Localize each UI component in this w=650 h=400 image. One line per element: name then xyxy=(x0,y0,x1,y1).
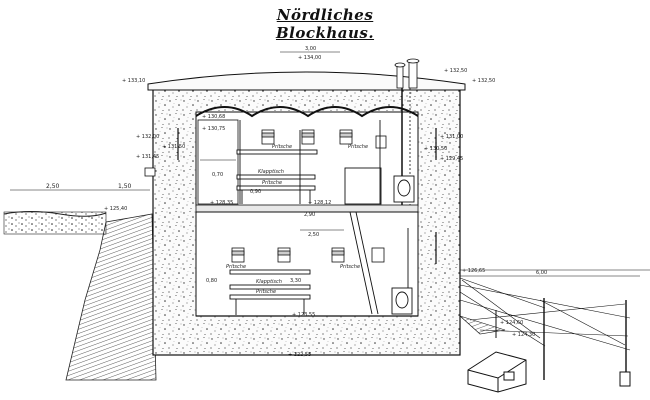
dim-inner-top2: + 130,75 xyxy=(202,126,225,132)
label-pritsche-upper-right: Pritsche xyxy=(348,144,368,150)
dim-roof-width: 3,00 xyxy=(305,46,316,52)
barbed-wire xyxy=(459,269,650,380)
dim-right-ground: + 126,65 xyxy=(462,268,485,274)
furniture xyxy=(229,120,415,315)
dim-roof-right-a: + 132,50 xyxy=(444,68,467,74)
dim-left-low: + 131,45 xyxy=(136,154,159,160)
dim-floor-upper-r: + 128,12 xyxy=(308,200,331,206)
label-pritsche-upper-mid: Pritsche xyxy=(262,180,282,186)
dim-lower-left: 0,80 xyxy=(206,278,217,284)
dim-roof-left: + 133,10 xyxy=(122,78,145,84)
label-pritsche-lower-right: Pritsche xyxy=(340,264,360,270)
dimension-lines xyxy=(10,51,640,277)
dim-right-low: + 129,45 xyxy=(440,156,463,162)
dim-wire-b: + 124,30 xyxy=(512,332,535,338)
dim-left-mid: + 131,50 xyxy=(162,144,185,150)
label-pritsche-upper-left: Pritsche xyxy=(272,144,292,150)
dim-ground-left: + 125,40 xyxy=(104,206,127,212)
label-klapptisch-upper: Klapptisch xyxy=(258,169,284,175)
exterior-fittings xyxy=(144,128,437,264)
small-bunker-sketch xyxy=(467,351,631,393)
dim-wire-dist: 6,00 xyxy=(536,270,547,276)
dim-roof-peak: + 134,00 xyxy=(298,55,321,61)
dim-inner-top: + 130,68 xyxy=(202,114,225,120)
dim-ext-a: 2,50 xyxy=(46,183,60,190)
dim-width-b: 0,90 xyxy=(250,189,261,195)
dim-lower-floor: + 123,55 xyxy=(292,312,315,318)
label-klapptisch-lower: Klapptisch xyxy=(256,279,282,285)
drawing-title: Nördliches Blockhaus. xyxy=(275,6,375,42)
dim-floor-upper: + 128,35 xyxy=(210,200,233,206)
dim-height-upper: 2,90 xyxy=(304,212,315,218)
dim-width-lower: 3,30 xyxy=(290,278,301,284)
label-pritsche-lower-left: Pritsche xyxy=(226,264,246,270)
dim-right-mid: + 130,50 xyxy=(424,146,447,152)
ground-left xyxy=(3,211,107,235)
dim-wire-a: + 124,60 xyxy=(500,320,523,326)
dim-roof-right-b: + 132,50 xyxy=(472,78,495,84)
dim-base: + 122,55 xyxy=(288,352,311,358)
dim-width-a: 0,70 xyxy=(212,172,223,178)
label-pritsche-lower-mid: Pritsche xyxy=(256,289,276,295)
loopholes xyxy=(231,129,387,263)
dim-left-upper: + 132,00 xyxy=(136,134,159,140)
dim-right-upper: + 131,00 xyxy=(440,134,463,140)
dim-ext-b: 1,50 xyxy=(118,183,132,190)
dim-height-lower: 2,50 xyxy=(308,232,319,238)
embankment xyxy=(65,213,157,381)
